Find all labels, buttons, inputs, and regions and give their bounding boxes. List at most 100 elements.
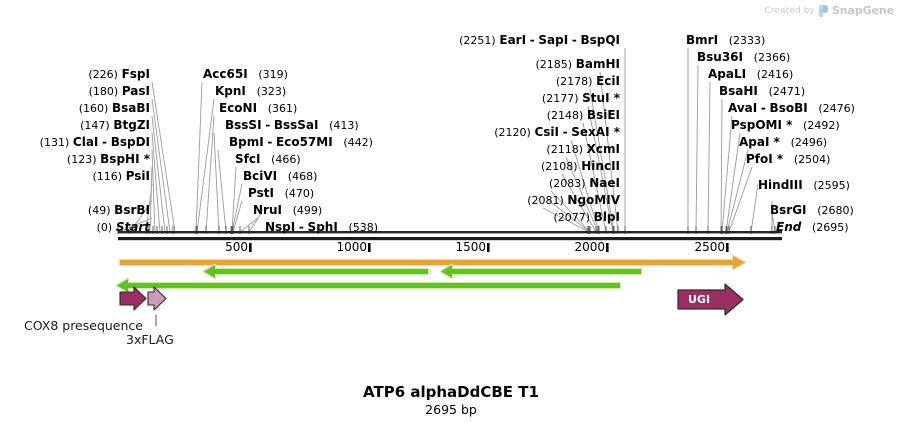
- orange-feature-arrow: [118, 254, 747, 271]
- enzyme-name: BspDI: [110, 135, 150, 149]
- enzyme-position: (2595): [813, 179, 850, 192]
- enzyme-label-row[interactable]: (2118) XcmI: [400, 141, 620, 158]
- enzyme-name: PspOMI *: [731, 118, 793, 132]
- enzyme-position: (319): [258, 68, 288, 81]
- enzyme-label-row[interactable]: (2083) NaeI: [400, 175, 620, 192]
- enzyme-name: ApaLI: [708, 67, 747, 81]
- enzyme-name: SexAI *: [571, 125, 620, 139]
- enzyme-name: NruI: [253, 203, 282, 217]
- enzyme-label-row[interactable]: HindIII (2595): [758, 177, 855, 194]
- enzyme-label-row[interactable]: PspOMI * (2492): [731, 117, 855, 134]
- enzyme-name: Start: [115, 220, 150, 234]
- enzyme-name: EcoNI: [219, 101, 258, 115]
- enzyme-label-row[interactable]: ApaLI (2416): [708, 66, 855, 83]
- enzyme-label-row[interactable]: (2108) HincII: [400, 158, 620, 175]
- enzyme-name: BsrGI: [770, 203, 807, 217]
- enzyme-label-row[interactable]: (226) FspI: [0, 66, 150, 83]
- enzyme-label-row[interactable]: (2251) EarI - SapI - BspQI: [400, 32, 620, 49]
- enzyme-name-separator: -: [267, 135, 273, 149]
- enzyme-label-row[interactable]: BciVI (468): [243, 168, 378, 185]
- feature-arrow-3xflag[interactable]: [147, 286, 167, 311]
- enzyme-name: PsiI: [125, 169, 150, 183]
- enzyme-label-row[interactable]: PfoI * (2504): [746, 151, 855, 168]
- enzyme-name: SfcI: [235, 152, 261, 166]
- enzyme-name: XcmI: [586, 142, 620, 156]
- enzyme-position: (468): [287, 170, 318, 183]
- enzyme-name: ClaI: [72, 135, 99, 149]
- enzyme-name-separator: -: [760, 101, 766, 115]
- enzyme-name: BmrI: [686, 33, 719, 47]
- enzyme-position: (180): [88, 85, 119, 98]
- enzyme-label-row[interactable]: (2148) BsiEI: [400, 107, 620, 124]
- enzyme-label-row[interactable]: (2177) StuI *: [400, 90, 620, 107]
- enzyme-name: End: [776, 220, 802, 234]
- enzyme-label-row[interactable]: AvaI - BsoBI (2476): [728, 100, 855, 117]
- feature-arrow-cox8-presequence[interactable]: [119, 286, 147, 311]
- enzyme-label-row[interactable]: (180) PasI: [0, 83, 150, 100]
- enzyme-position: (2504): [793, 153, 831, 166]
- enzyme-label-row[interactable]: (2081) NgoMIV: [400, 192, 620, 209]
- snapgene-logo-icon: [818, 4, 828, 17]
- enzyme-label-row[interactable]: (2178) EciI: [400, 73, 620, 90]
- snapgene-credit: Created by SnapGene: [764, 4, 894, 17]
- ruler-tick-marks: [249, 243, 729, 252]
- enzyme-label-row[interactable]: (2077) BlpI: [400, 209, 620, 226]
- enzyme-name: EciI: [596, 74, 620, 88]
- enzyme-label-row[interactable]: Bsu36I (2366): [697, 49, 855, 66]
- enzyme-name: BspHI *: [100, 152, 150, 166]
- enzyme-position: (2492): [803, 119, 840, 132]
- enzyme-name: BssSaI: [273, 118, 319, 132]
- enzyme-label-row[interactable]: (0) Start: [0, 219, 150, 236]
- snapgene-brand-label: SnapGene: [831, 4, 894, 17]
- enzyme-label-row[interactable]: BsrGI (2680): [770, 202, 855, 219]
- enzyme-label-row[interactable]: BssSI - BssSaI (413): [225, 117, 378, 134]
- enzyme-label-row[interactable]: SfcI (466): [235, 151, 378, 168]
- enzyme-position: (499): [292, 204, 323, 217]
- enzyme-label-row[interactable]: Acc65I (319): [203, 66, 378, 83]
- enzyme-label-row[interactable]: BmrI (2333): [686, 32, 855, 49]
- enzyme-name: HindIII: [758, 178, 803, 192]
- enzyme-label-row[interactable]: (147) BtgZI: [0, 117, 150, 134]
- enzyme-name: NspI: [265, 220, 296, 234]
- enzyme-label-row[interactable]: (2185) BamHI: [400, 56, 621, 73]
- enzyme-position: (2476): [818, 102, 855, 115]
- created-by-label: Created by: [764, 5, 815, 16]
- enzyme-label-row[interactable]: (160) BsaBI: [0, 100, 150, 117]
- ruler-tick-label-500: 500: [225, 240, 248, 254]
- enzyme-position: (2118): [546, 143, 583, 156]
- enzyme-label-row[interactable]: ApaI * (2496): [739, 134, 855, 151]
- enzyme-label-row[interactable]: KpnI (323): [215, 83, 378, 100]
- enzyme-label-group-right-a: (2251) EarI - SapI - BspQI (2185) BamHI …: [400, 32, 620, 226]
- enzyme-name: HincII: [581, 159, 620, 173]
- enzyme-name-separator: -: [298, 220, 304, 234]
- enzyme-name: BsaHI: [719, 84, 758, 98]
- enzyme-label-row[interactable]: NruI (499): [253, 202, 378, 219]
- enzyme-label-row[interactable]: (2120) CsiI - SexAI *: [400, 124, 620, 141]
- enzyme-position: (226): [88, 68, 118, 81]
- enzyme-position: (2178): [555, 75, 593, 88]
- enzyme-label-row[interactable]: NspI - SphI (538): [265, 219, 378, 236]
- enzyme-label-row[interactable]: (116) PsiI: [0, 168, 150, 185]
- enzyme-position: (2185): [535, 58, 573, 71]
- enzyme-position: (2077): [553, 211, 591, 224]
- enzyme-position: (413): [329, 119, 359, 132]
- feature-label-ugi: UGI: [688, 293, 711, 306]
- ruler-tick-label-2000: 2000: [574, 240, 605, 254]
- enzyme-label-row[interactable]: EcoNI (361): [219, 100, 378, 117]
- enzyme-name-separator: -: [562, 125, 568, 139]
- enzyme-position: (2680): [817, 204, 854, 217]
- enzyme-label-row[interactable]: BsaHI (2471): [719, 83, 855, 100]
- enzyme-position: (2496): [790, 136, 828, 149]
- enzyme-label-row[interactable]: (131) ClaI - BspDI: [0, 134, 150, 151]
- enzyme-label-row[interactable]: (123) BspHI *: [0, 151, 150, 168]
- enzyme-label-row[interactable]: End (2695): [776, 219, 855, 236]
- enzyme-position: (49): [87, 204, 111, 217]
- enzyme-position: (2416): [756, 68, 794, 81]
- enzyme-label-row[interactable]: BpmI - Eco57MI (442): [229, 134, 378, 151]
- enzyme-name: BtgZI: [113, 118, 150, 132]
- enzyme-label-row[interactable]: PstI (470): [248, 185, 378, 202]
- enzyme-label-row[interactable]: (49) BsrBI: [0, 202, 150, 219]
- ruler-tick-label-2500: 2500: [694, 240, 725, 254]
- enzyme-position: (323): [256, 85, 287, 98]
- construct-length: 2695 bp: [425, 402, 477, 417]
